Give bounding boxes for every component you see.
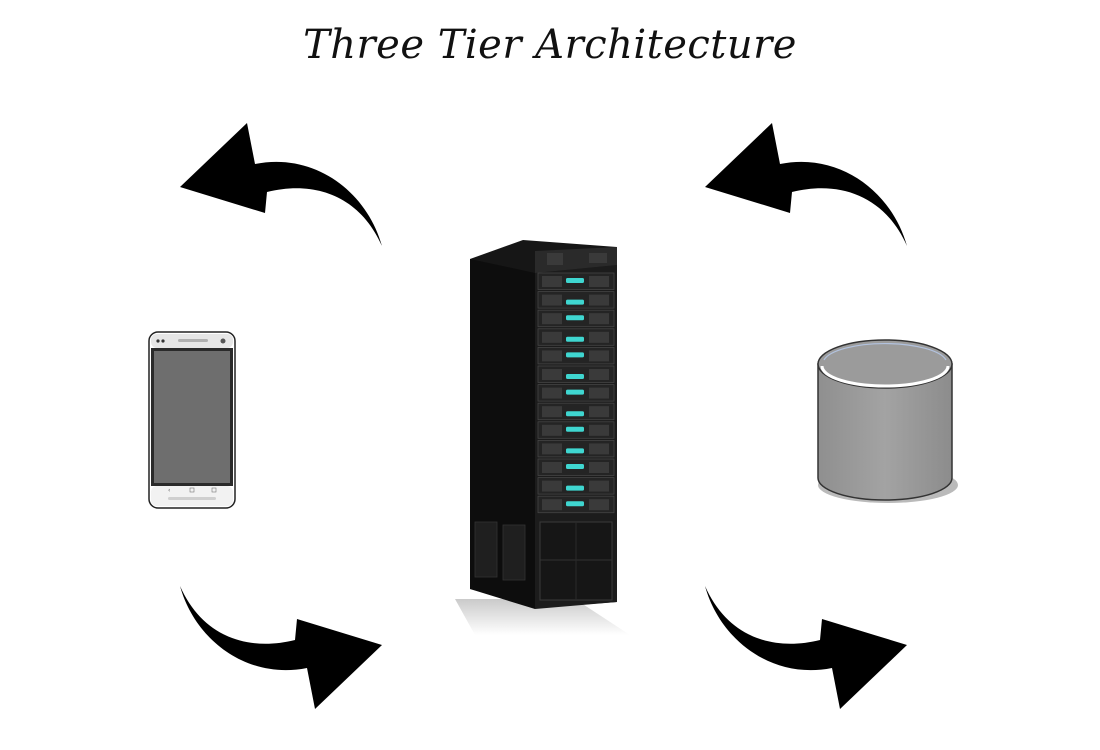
server-status-led: [566, 278, 584, 283]
server-drive-bay: [589, 424, 609, 436]
curved-arrow-icon: [705, 586, 907, 709]
client-tier-node: ‹: [148, 331, 236, 509]
server-drive-bay: [542, 331, 562, 343]
server-drive-bay: [589, 313, 609, 325]
server-drive-bay: [542, 276, 562, 287]
server-drive-bay: [542, 462, 562, 473]
server-status-led: [566, 448, 584, 454]
server-drive-bay: [542, 350, 562, 362]
server-drive-bay: [589, 350, 609, 362]
server-status-led: [566, 501, 584, 507]
server-drive-bay: [589, 480, 609, 492]
svg-text:‹: ‹: [168, 487, 170, 494]
server-drive-bay: [542, 499, 562, 511]
server-drive-bay: [589, 294, 609, 306]
server-status-led: [566, 352, 584, 358]
server-status-led: [566, 389, 584, 395]
curved-arrow-icon: [180, 586, 382, 709]
server-drive-bay: [542, 294, 562, 306]
server-drive-bay: [589, 369, 609, 380]
server-drive-bay: [589, 443, 609, 455]
server-status-led: [566, 464, 584, 469]
server-status-led: [566, 426, 584, 432]
server-drive-bay: [589, 499, 609, 511]
data-tier-node: [810, 330, 960, 510]
database-cylinder-icon: [817, 339, 958, 503]
server-drive-bay: [542, 406, 562, 418]
server-drive-bay: [542, 313, 562, 325]
server-drive-bay: [542, 424, 562, 436]
server-drive-bay: [542, 387, 562, 399]
server-status-led: [566, 315, 584, 321]
server-drive-bay: [589, 462, 609, 473]
server-drive-bay: [542, 369, 562, 380]
smartphone-icon: ‹: [148, 331, 236, 509]
diagram-title: Three Tier Architecture: [303, 22, 797, 68]
server-status-led: [566, 374, 584, 379]
arrow-server-to-client: [175, 118, 390, 250]
server-status-led: [566, 485, 584, 491]
server-drive-bay: [589, 331, 609, 343]
server-drive-bay: [542, 480, 562, 492]
server-drive-bay: [542, 443, 562, 455]
server-status-led: [566, 299, 584, 305]
server-rack-icon: [455, 240, 630, 635]
server-drive-bay: [589, 387, 609, 399]
server-drive-bay: [589, 276, 609, 287]
application-tier-node: [455, 237, 630, 635]
server-drive-bay: [589, 406, 609, 418]
arrow-client-to-application: [175, 582, 390, 714]
curved-arrow-icon: [180, 123, 382, 246]
curved-arrow-icon: [705, 123, 907, 246]
arrow-application-to-data: [700, 582, 915, 714]
server-status-led: [566, 336, 584, 342]
server-status-led: [566, 411, 584, 417]
arrow-data-to-application: [700, 118, 915, 250]
